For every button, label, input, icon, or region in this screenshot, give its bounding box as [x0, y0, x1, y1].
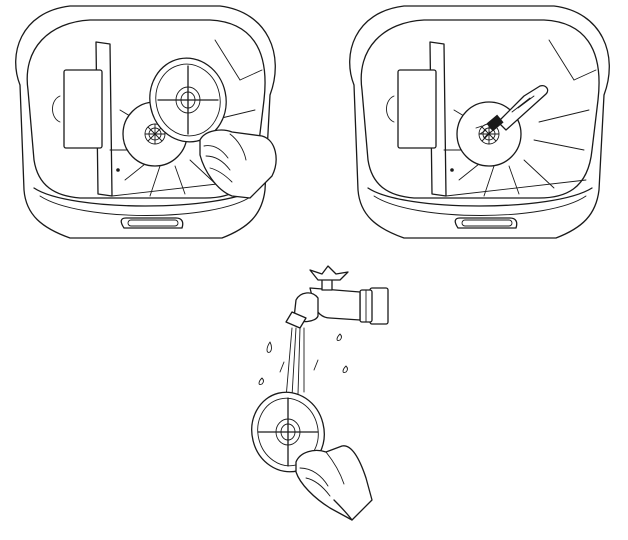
brush-icon: [475, 84, 549, 139]
panel-remove-filter: [15, 5, 277, 239]
filter-disc-icon: [149, 57, 227, 143]
water-stream-icon: [258, 327, 348, 399]
hand-icon: [199, 129, 277, 199]
hand-icon: [295, 445, 373, 521]
panel-brush-filter-seat: [349, 5, 610, 239]
tank-icon: [349, 5, 610, 239]
tank-icon: [15, 5, 276, 239]
panel-rinse-filter: [251, 265, 389, 521]
faucet-icon: [285, 265, 389, 329]
